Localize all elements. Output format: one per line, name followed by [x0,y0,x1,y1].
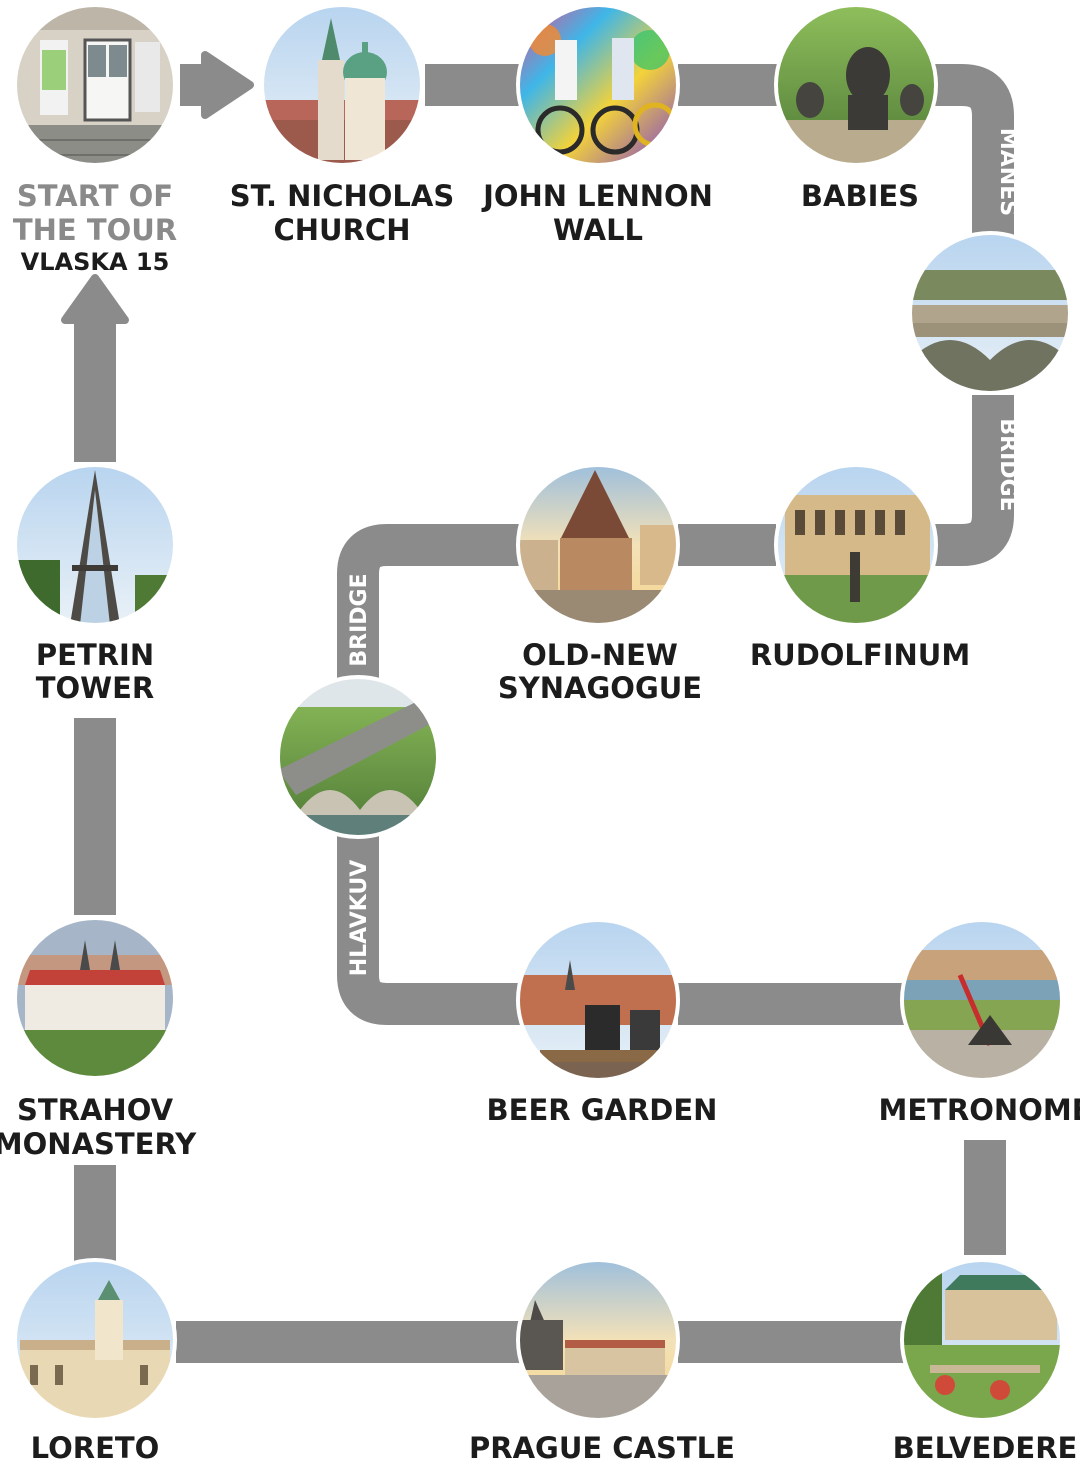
stop-metronome[interactable] [900,918,1064,1082]
stop-strahov-monastery[interactable] [13,916,177,1080]
road-label-hlavkuv: HLAVKUV [347,860,372,977]
road-label-bridge-left: BRIDGE [347,573,372,666]
stop-beer-garden[interactable] [516,918,680,1082]
babies-label: BABIES [801,179,919,213]
synagogue-label-line2: SYNAGOGUE [498,671,702,705]
beer-garden-label: BEER GARDEN [487,1093,718,1127]
photo-shop-entrance [15,5,175,165]
photo-stone-bridge-river [910,233,1070,393]
loreto-label: LORETO [31,1431,160,1465]
photo-neo-renaissance-hall [776,465,936,625]
start-label-line1: START OF [17,179,173,213]
photo-summer-palace-garden [902,1260,1062,1420]
stop-loreto[interactable] [13,1258,177,1422]
photo-graffiti-wall-bikes [518,5,678,165]
metronome-label: METRONOME [878,1093,1080,1127]
stop-hlavkuv-bridge[interactable] [276,675,440,839]
road-label-bridge-right: BRIDGE [995,418,1020,511]
stop-st-nicholas[interactable] [260,3,424,167]
stop-petrin-tower[interactable] [13,463,177,627]
start-address: VLASKA 15 [21,248,170,276]
photo-monastery-red-roofs [15,918,175,1078]
lennon-label-line2: WALL [553,213,643,247]
stop-start[interactable] [13,3,177,167]
st-nicholas-label-line2: CHURCH [274,213,411,247]
photo-bridge-traffic [278,677,438,837]
rudolfinum-label: RUDOLFINUM [750,638,970,672]
stop-rudolfinum[interactable] [774,463,938,627]
stop-prague-castle[interactable] [516,1258,680,1422]
route-arrowheads [61,51,254,324]
st-nicholas-label-line1: ST. NICHOLAS [230,179,454,213]
photo-castle-courtyard [518,1260,678,1420]
route-road [74,64,1014,1363]
photo-baroque-facade-tower [15,1260,175,1420]
start-label-line2: THE TOUR [13,213,177,247]
stop-manes-bridge[interactable] [908,231,1072,395]
strahov-label-line2: MONASTERY [0,1127,197,1161]
petrin-label-line1: PETRIN [36,638,154,672]
strahov-label-line1: STRAHOV [17,1093,174,1127]
lennon-label-line1: JOHN LENNON [481,179,713,213]
stop-john-lennon-wall[interactable] [516,3,680,167]
petrin-label-line2: TOWER [36,671,155,705]
stop-old-new-synagogue[interactable] [516,463,680,627]
belvedere-label: BELVEDERE [893,1431,1078,1465]
stop-babies[interactable] [774,3,938,167]
stop-belvedere[interactable] [900,1258,1064,1422]
synagogue-label-line1: OLD-NEW [522,638,678,672]
photo-people-overlooking-city [518,920,678,1080]
photo-giant-metronome [902,920,1062,1080]
prague-castle-label: PRAGUE CASTLE [469,1431,735,1465]
road-label-manes: MANES [995,128,1020,216]
